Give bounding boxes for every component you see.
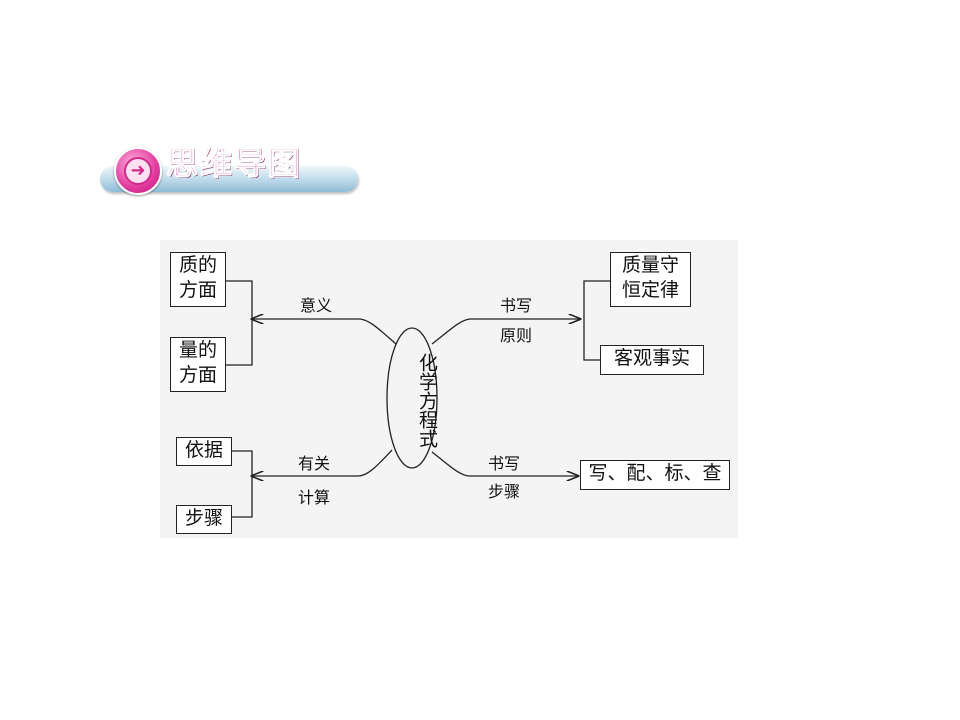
- box-objective-facts: 客观事实: [600, 345, 704, 375]
- box-text: 步骤: [184, 507, 223, 529]
- box-text: 质的方面: [178, 254, 217, 301]
- label-principles-1: 书写: [500, 296, 533, 315]
- connector-calculation: [252, 449, 393, 476]
- box-text: 质量守恒定律: [621, 254, 679, 301]
- center-text: 化学方程式: [416, 352, 438, 448]
- box-text: 量的方面: [178, 339, 217, 386]
- box-conservation-law: 质量守恒定律: [610, 252, 691, 307]
- connector-steps: [431, 451, 578, 476]
- label-calculation-1: 有关: [298, 454, 331, 473]
- box-quantity-aspect: 量的方面: [170, 337, 226, 392]
- center-node: 化学方程式: [387, 326, 438, 468]
- label-principles-2: 原则: [500, 326, 533, 345]
- bracket-principles: [583, 280, 610, 361]
- label-meaning: 意义: [300, 296, 333, 315]
- box-text: 写、配、标、查: [588, 462, 722, 484]
- box-text: 依据: [184, 439, 223, 461]
- bracket-meaning: [226, 280, 253, 366]
- mind-map: 质的方面 量的方面 依据 步骤 质量守恒定律 客观事实 写、配、标、查 意义 书…: [160, 240, 738, 538]
- label-calculation-2: 计算: [298, 488, 331, 507]
- center-ellipse: [386, 327, 438, 469]
- box-write-steps: 写、配、标、查: [580, 460, 730, 490]
- box-basis: 依据: [176, 437, 232, 466]
- bracket-calculation: [230, 450, 253, 518]
- label-steps-2: 步骤: [488, 482, 521, 501]
- connector-lines: [226, 280, 610, 518]
- box-procedure: 步骤: [176, 505, 232, 534]
- section-banner: ➜ 思维导图: [100, 138, 360, 198]
- banner-title: 思维导图: [165, 144, 303, 183]
- banner-badge: ➜: [114, 147, 162, 195]
- label-steps-1: 书写: [488, 454, 521, 473]
- arrow-right-icon: ➜: [124, 157, 152, 185]
- connector-meaning: [252, 319, 397, 345]
- box-text: 客观事实: [613, 347, 690, 369]
- connector-principles: [431, 319, 580, 345]
- box-quality-aspect: 质的方面: [170, 252, 226, 307]
